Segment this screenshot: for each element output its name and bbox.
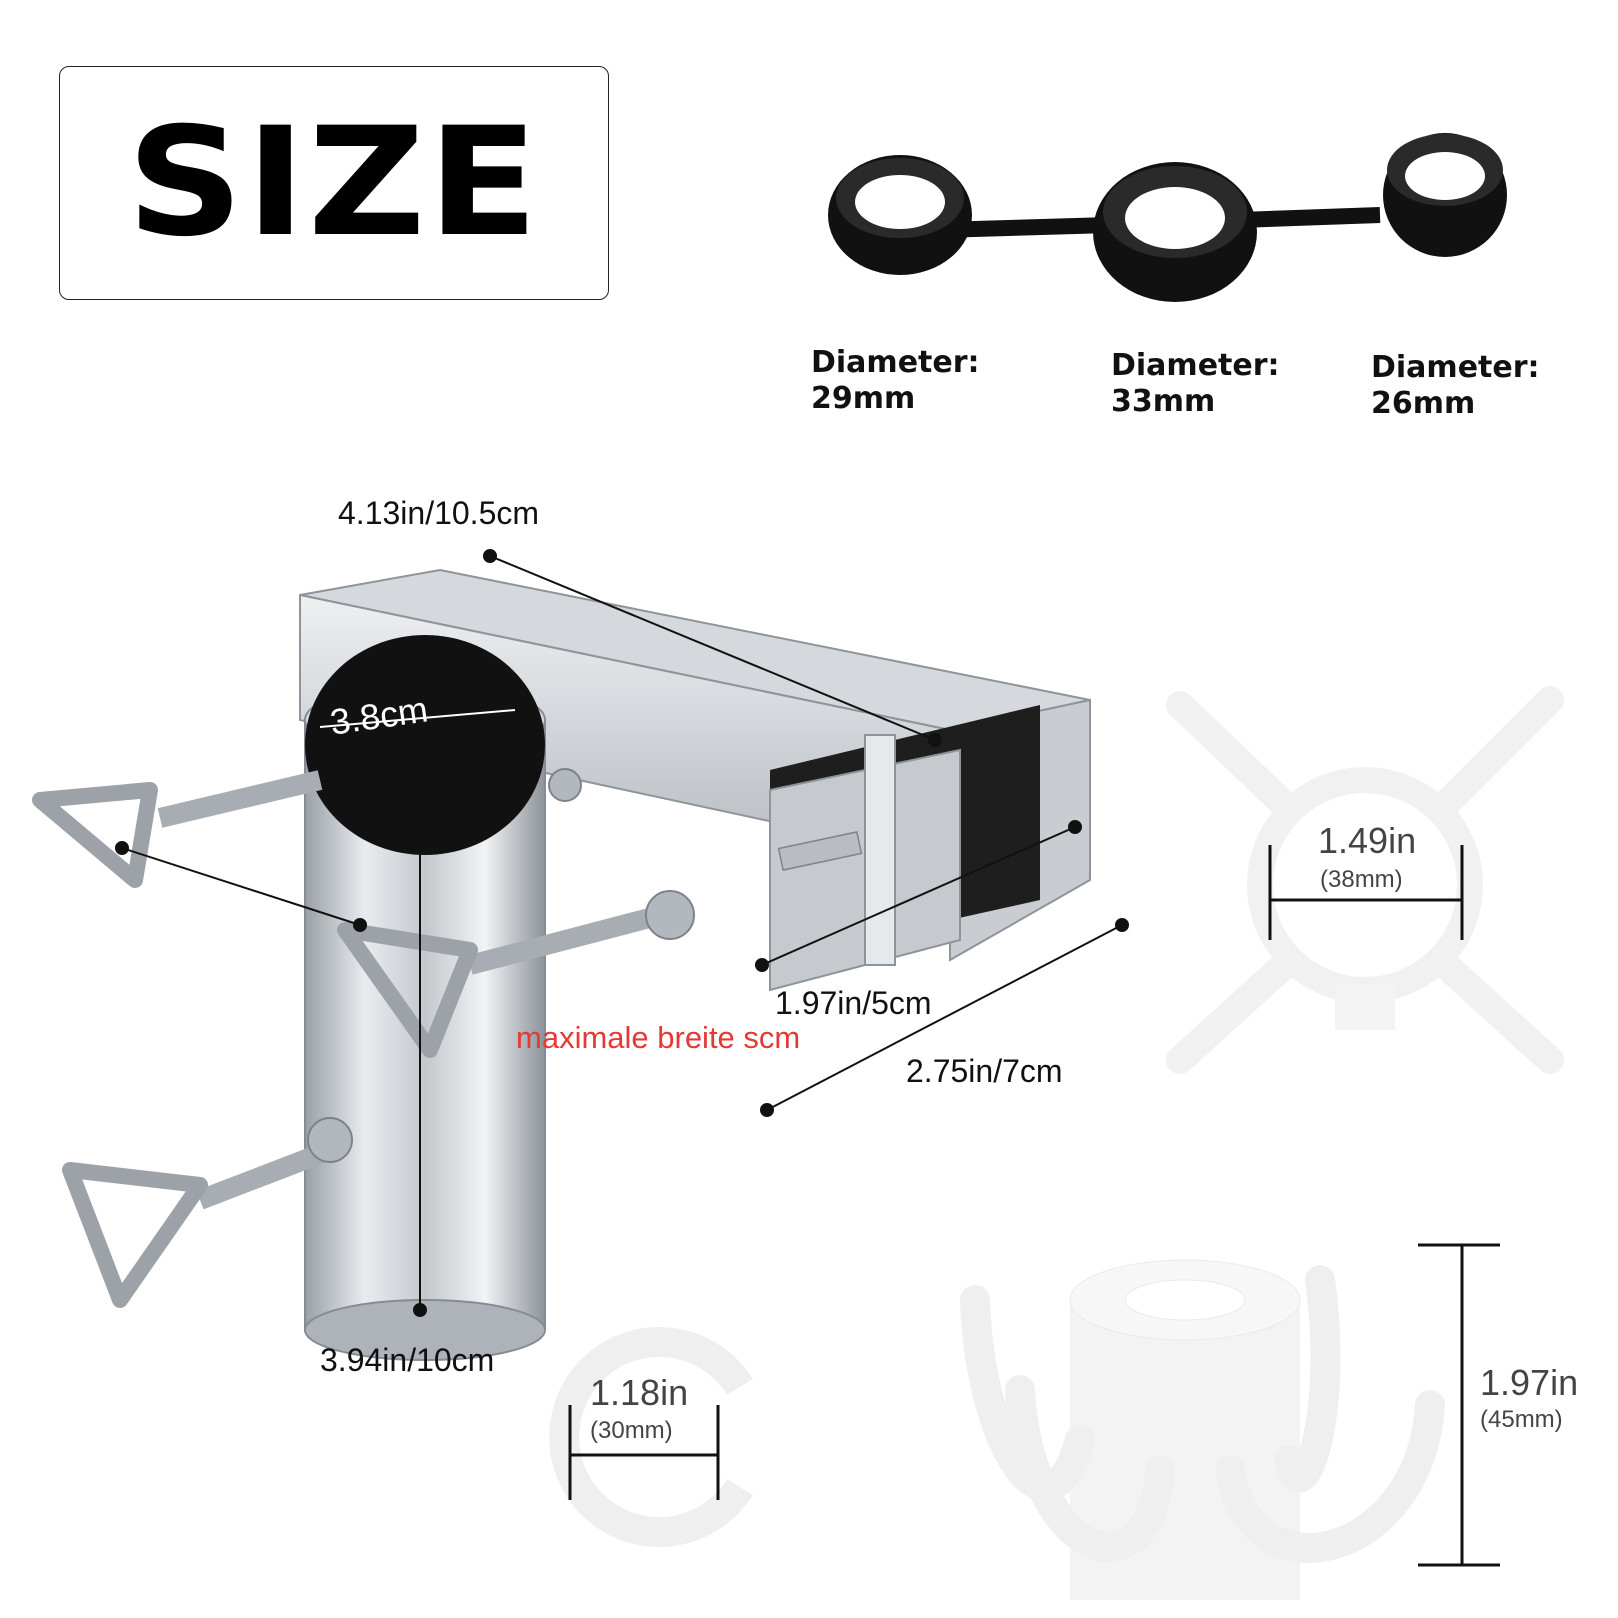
dim-width-small: 1.97in/5cm <box>775 985 932 1021</box>
hook-adapter <box>960 1243 1500 1600</box>
dim-length: 4.13in/10.5cm <box>338 495 540 531</box>
size-title-box: SIZE <box>59 66 609 300</box>
dimension-lines <box>115 549 1129 1317</box>
cross-adapter <box>1166 686 1564 1074</box>
ring-adapter-in: 1.18in <box>590 1372 689 1413</box>
dim-depth: 2.75in/7cm <box>906 1053 1063 1089</box>
balcony-clamp <box>32 568 1091 1361</box>
cross-adapter-mm: (38mm) <box>1320 866 1403 893</box>
ring-label-2: Diameter: 33mm <box>1111 348 1280 419</box>
hook-adapter-mm: (45mm) <box>1480 1406 1563 1433</box>
cross-adapter-in: 1.49in <box>1318 820 1417 861</box>
ring-label-1: Diameter: 29mm <box>811 345 980 416</box>
dim-height: 3.94in/10cm <box>320 1342 495 1378</box>
size-title: SIZE <box>127 96 541 270</box>
hook-adapter-in: 1.97in <box>1480 1362 1579 1403</box>
ring-adapter-mm: (30mm) <box>590 1417 673 1444</box>
rubber-ring-set <box>828 133 1507 302</box>
max-width-note: maximale breite scm <box>516 1020 801 1055</box>
screw-handles <box>32 770 683 1308</box>
ring-label-3: Diameter: 26mm <box>1371 350 1540 421</box>
ring-adapter <box>549 1327 753 1547</box>
